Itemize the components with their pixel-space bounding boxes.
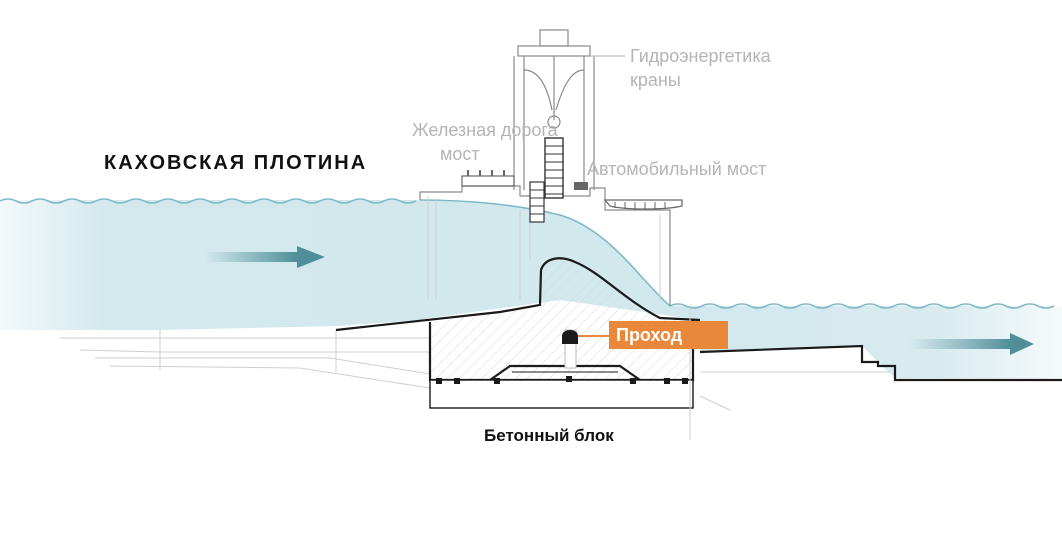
passage-callout: Проход: [609, 321, 728, 349]
downstream-wave-line: [669, 303, 1055, 309]
road-bridge: [603, 199, 683, 210]
road-bridge-label: Автомобильный мост: [587, 159, 766, 179]
railway-bridge: [461, 170, 588, 190]
upstream-wave-line: [0, 198, 417, 204]
downstream-water: [669, 303, 1062, 378]
left-bank-lines: [60, 330, 431, 389]
dam-title: КАХОВСКАЯ ПЛОТИНА: [104, 152, 367, 174]
concrete-block-label: Бетонный блок: [484, 426, 614, 445]
spillway-flow-line: [419, 199, 671, 307]
flow-arrow-downstream: [910, 333, 1034, 355]
passage-label: Проход: [616, 325, 683, 345]
railway-label-line2: мост: [440, 144, 480, 164]
inspection-gallery: [562, 329, 610, 369]
passage-badge: [609, 321, 728, 349]
railway-label-line1: Железная дорога: [412, 120, 559, 140]
flow-arrow-upstream: [205, 246, 325, 268]
cranes-label-line1: Гидроэнергетика: [630, 46, 772, 66]
cranes-label-line2: краны: [630, 70, 681, 90]
gate-shaft: [529, 137, 564, 223]
